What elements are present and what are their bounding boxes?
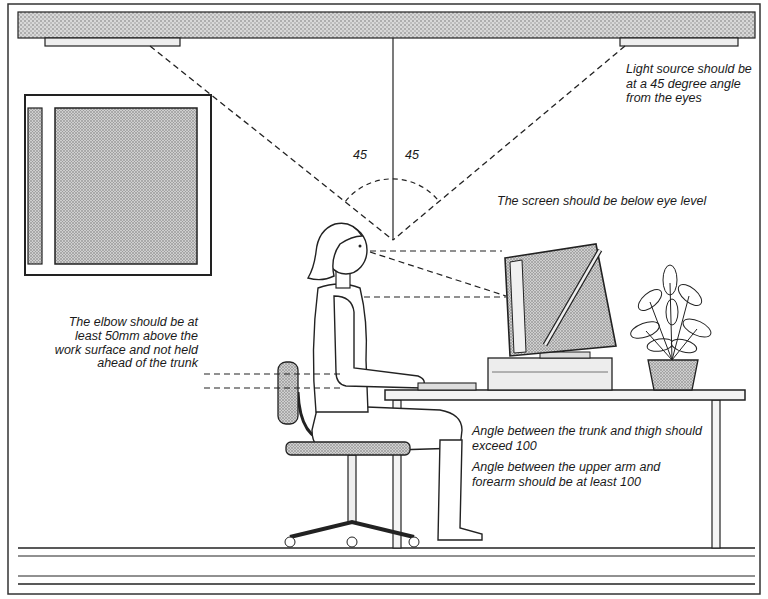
monitor-screen [510, 260, 526, 353]
eye [359, 245, 362, 248]
elbow-leader [204, 373, 344, 374]
chair-wheel [347, 537, 357, 547]
light-fixture [620, 38, 738, 46]
monitor [505, 244, 616, 356]
monitor-arm [545, 250, 600, 345]
sight-line [370, 252, 506, 296]
light-fixture [45, 38, 180, 46]
plant-leaf [629, 318, 662, 341]
floor-line [18, 556, 755, 557]
note-text: The screen should be below eye level [497, 194, 722, 209]
floor-line [18, 576, 755, 577]
sight-line [370, 250, 502, 251]
elbow-leader [204, 387, 344, 388]
plant-leaf [666, 299, 678, 325]
window-frame [25, 95, 211, 275]
plant-stem [646, 283, 697, 360]
ceiling-band [18, 12, 755, 38]
computer-unit [488, 358, 612, 390]
monitor-arm [545, 250, 600, 345]
seated-woman [286, 223, 482, 540]
chair-wheel [409, 537, 419, 547]
plant-leaf [635, 286, 665, 315]
angle-label: 45 [348, 148, 372, 163]
frame-border [8, 4, 760, 594]
window-pane [28, 108, 42, 264]
chair-post [348, 455, 356, 523]
desk-top [385, 390, 745, 400]
keyboard [418, 383, 476, 390]
chair-seat [286, 442, 410, 455]
hair [308, 223, 362, 279]
plant [629, 265, 714, 390]
note-text: The elbow should be at least 50mm above … [52, 316, 198, 371]
chair-wheel [285, 537, 295, 547]
computer-unit [492, 372, 608, 373]
angle-label: 45 [400, 148, 424, 163]
note-text: Angle between the upper arm and forearm … [472, 460, 704, 490]
floor-line [18, 583, 755, 585]
vertical-reference [392, 38, 393, 240]
angle-arc [346, 179, 440, 202]
chair-base [290, 522, 414, 537]
light-ray [393, 46, 625, 240]
sight-line [364, 296, 506, 297]
plant-leaf [680, 315, 713, 340]
window-pane [55, 108, 197, 264]
arm [334, 296, 424, 388]
desk-leg [712, 400, 720, 548]
lower-leg [438, 440, 482, 540]
plant-pot [648, 360, 698, 390]
plant-leaf [675, 281, 705, 310]
plant-leaf [646, 337, 674, 353]
floor-line [18, 547, 755, 549]
chair-backrest [278, 362, 298, 424]
note-text: Light source should be at a 45 degree an… [626, 62, 754, 106]
note-text: Angle between the trunk and thigh should… [472, 424, 704, 454]
